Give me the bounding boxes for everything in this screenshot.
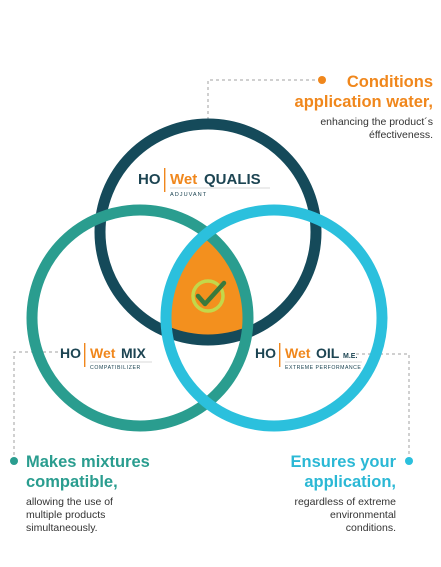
callout-left-title-line2: compatible, — [26, 473, 118, 491]
leader-right — [356, 353, 410, 459]
leader-dot-right — [405, 457, 413, 465]
callout-left-body-line1: allowing the use of — [26, 496, 113, 508]
callout-left-body: allowing the use of multiple products si… — [26, 496, 201, 535]
logo-wetqualis-sub: ADJUVANT — [170, 192, 207, 198]
leader-left — [13, 351, 64, 458]
callout-right-body-line1: regardless of extreme — [294, 496, 396, 508]
callout-left-title-line1: Makes mixtures — [26, 453, 150, 471]
logo-wetoil-sub: EXTREME PERFORMANCE — [285, 365, 361, 371]
logo-wetmix: HO Wet MIX COMPATIBILIZER — [60, 343, 152, 371]
callout-left-title: Makes mixtures compatible, — [26, 452, 201, 492]
callout-ensures-application: Ensures your application, regardless of … — [216, 452, 396, 535]
ring-wetmix — [26, 204, 254, 432]
callout-right-title-line2: application, — [304, 473, 396, 491]
callout-top-body-line2: éffectiveness. — [368, 129, 433, 141]
ring-wetoil — [160, 204, 388, 432]
callout-left-body-line3: simultaneously. — [26, 522, 98, 534]
logo-wetoil-suffix: M.E. — [343, 353, 357, 360]
callout-top-title-line2: application water, — [294, 93, 433, 111]
callout-right-body-line3: conditions. — [345, 522, 396, 534]
logo-wetmix-sub: COMPATIBILIZER — [90, 365, 141, 371]
logo-wetqualis-ho: HO — [138, 171, 161, 188]
logo-wetoil: HO Wet OIL M.E. EXTREME PERFORMANCE — [255, 343, 362, 371]
callout-makes-compatible: Makes mixtures compatible, allowing the … — [26, 452, 201, 535]
leader-lines — [13, 79, 410, 459]
logo-wetqualis: HO Wet QUALIS ADJUVANT — [138, 168, 270, 198]
logo-wetoil-wet: Wet — [285, 345, 311, 361]
callout-right-title-line1: Ensures your — [290, 453, 396, 471]
leader-top — [207, 79, 318, 120]
callout-right-body: regardless of extreme environmental cond… — [216, 496, 396, 535]
logo-wetoil-ho: HO — [255, 345, 276, 361]
leader-dot-left — [10, 457, 18, 465]
logo-wetqualis-name: QUALIS — [204, 171, 261, 188]
callout-right-body-line2: environmental — [330, 509, 396, 521]
logo-wetmix-ho: HO — [60, 345, 81, 361]
callout-right-title: Ensures your application, — [216, 452, 396, 492]
ring-wetqualis — [94, 118, 322, 346]
callout-top-title-line1: Conditions — [346, 73, 433, 91]
check-icon — [191, 279, 227, 313]
logo-wetqualis-wet: Wet — [170, 171, 197, 188]
leader-dot-top — [318, 76, 326, 84]
logo-wetmix-wet: Wet — [90, 345, 116, 361]
logo-wetmix-name: MIX — [121, 345, 147, 361]
callout-left-body-line2: multiple products — [26, 509, 106, 521]
callout-top-body-line1: enhancing the product´s — [320, 116, 433, 128]
logo-wetoil-name: OIL — [316, 345, 340, 361]
callout-top-body: enhancing the product´s éffectiveness. — [243, 116, 433, 142]
callout-conditions-water: Conditions application water, enhancing … — [243, 72, 433, 142]
callout-top-title: Conditions application water, — [243, 72, 433, 112]
